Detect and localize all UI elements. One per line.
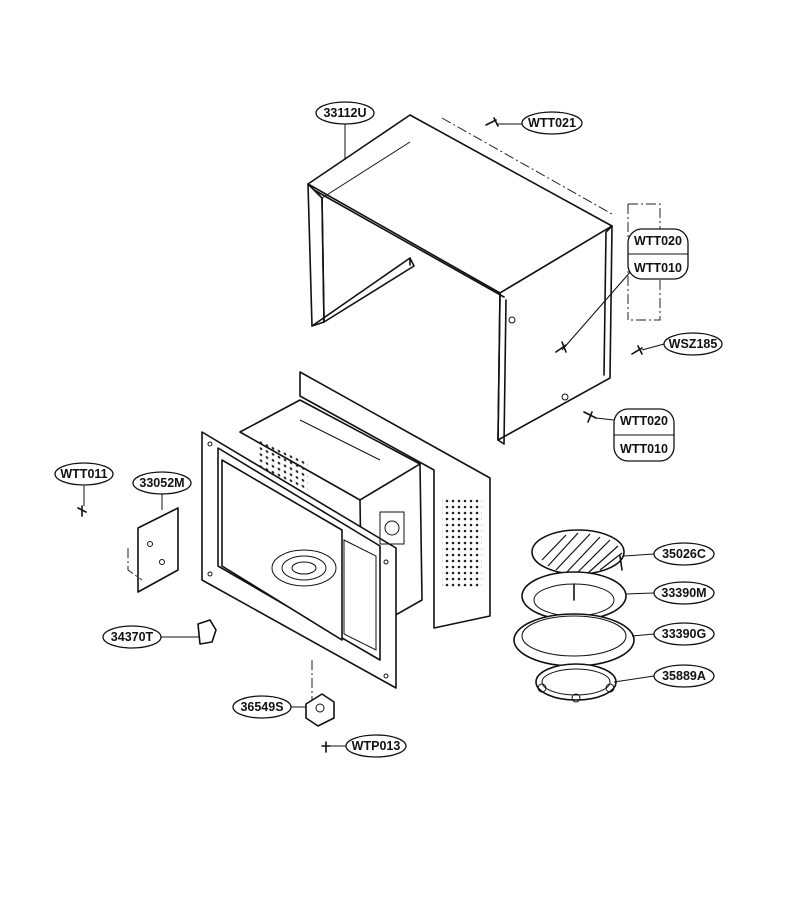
callout-cover-plate: 33052M <box>132 471 192 495</box>
rear-vent <box>442 498 482 588</box>
svg-text:WTP013: WTP013 <box>352 739 401 753</box>
callout-screw-motor: WTP013 <box>345 734 407 758</box>
callout-screw-left: WTT011 <box>54 462 114 486</box>
svg-text:34370T: 34370T <box>111 630 154 644</box>
callout-grill-rack: 35026C <box>653 542 715 566</box>
svg-text:WTT010: WTT010 <box>634 261 682 275</box>
turntable-drawing <box>513 529 635 703</box>
svg-text:WTT010: WTT010 <box>620 442 668 456</box>
svg-text:35889A: 35889A <box>662 669 706 683</box>
svg-text:33052M: 33052M <box>139 476 184 490</box>
svg-text:WTT021: WTT021 <box>528 116 576 130</box>
callout-tray-plate: 33390G <box>653 622 715 646</box>
callout-tray: 33390M <box>653 581 715 605</box>
svg-text:WSZ185: WSZ185 <box>669 337 718 351</box>
svg-text:33390G: 33390G <box>662 627 706 641</box>
svg-text:WTT020: WTT020 <box>634 234 682 248</box>
callout-roller-ring: 35889A <box>653 664 715 688</box>
svg-text:33390M: 33390M <box>661 586 706 600</box>
callout-screw-side-b: WTT020 WTT010 <box>613 408 675 462</box>
cabinet-drawing <box>307 114 661 445</box>
callout-screw-top-rear: WTT021 <box>521 111 583 135</box>
callout-screw-side-a: WTT020 WTT010 <box>627 228 689 280</box>
svg-text:35026C: 35026C <box>662 547 706 561</box>
oven-body-drawing <box>201 371 491 689</box>
svg-text:36549S: 36549S <box>240 700 283 714</box>
callout-labels: 33112U WTT021 WTT020 WTT010 WSZ185 WTT02… <box>54 101 723 758</box>
svg-text:33112U: 33112U <box>323 106 366 120</box>
svg-text:WTT020: WTT020 <box>620 414 668 428</box>
callout-turntable-motor: 36549S <box>232 695 292 719</box>
leader-lines <box>83 123 665 747</box>
left-parts-drawing <box>77 505 335 753</box>
svg-text:WTT011: WTT011 <box>60 467 107 481</box>
callout-screw-rear-side: WSZ185 <box>663 332 723 356</box>
callout-cabinet: 33112U <box>315 101 375 125</box>
callout-switch-lever: 34370T <box>102 625 162 649</box>
